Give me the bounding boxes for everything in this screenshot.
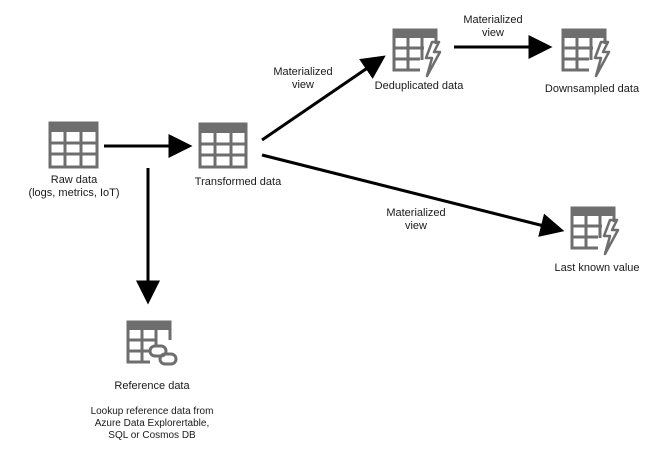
reference-data-label: Reference data (114, 380, 190, 392)
table-lightning-icon (561, 28, 611, 78)
raw-data-label: Raw data (logs, metrics, IoT) (28, 174, 120, 199)
arrow-transformed-to-lastknown (261, 153, 565, 237)
last-known-value-label: Last known value (554, 262, 640, 274)
table-icon (48, 121, 99, 169)
deduplicated-data-label: Deduplicated data (374, 80, 464, 92)
edge-label-materialized-view: Materialized view (463, 14, 523, 39)
table-link-icon (126, 320, 178, 366)
reference-data-note: Lookup reference data from Azure Data Ex… (90, 406, 214, 441)
edge-label-materialized-view: Materialized view (386, 207, 446, 232)
transformed-data-label: Transformed data (194, 176, 282, 188)
table-icon (198, 122, 248, 169)
downsampled-data-label: Downsampled data (544, 83, 640, 95)
arrow-transformed-to-deduplicated (261, 55, 386, 142)
edge-label-materialized-view: Materialized view (273, 66, 333, 91)
table-lightning-icon (392, 28, 442, 78)
table-lightning-icon (570, 206, 620, 256)
